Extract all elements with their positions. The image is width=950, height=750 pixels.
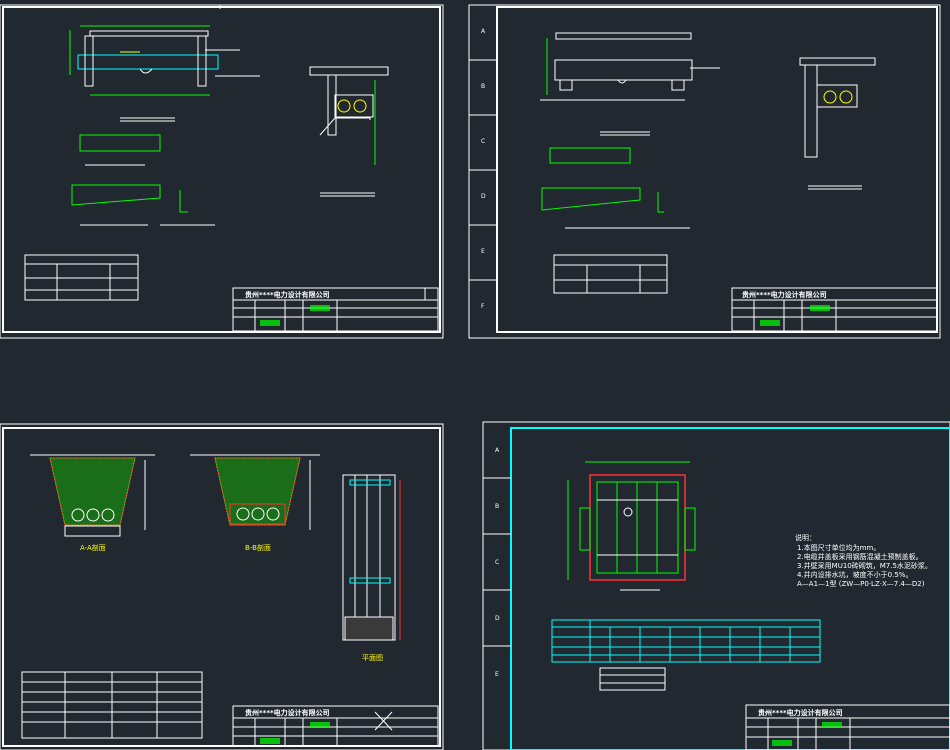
material-table-2 bbox=[553, 254, 668, 294]
company-name-3: 贵州****电力设计有限公司 bbox=[245, 708, 330, 717]
sheet-bottom-left[interactable]: A-A剖面 B-B剖面 平面图 bbox=[0, 423, 444, 750]
company-name-4: 贵州****电力设计有限公司 bbox=[758, 708, 843, 717]
plate-detail-2 bbox=[541, 147, 690, 229]
sheet-top-right[interactable]: A B C D E F bbox=[468, 4, 941, 339]
brick-trench-section bbox=[799, 57, 876, 190]
company-name-2: 贵州****电力设计有限公司 bbox=[742, 290, 827, 299]
section-a-label: A-A剖面 bbox=[80, 543, 106, 552]
company-name: 贵州****电力设计有限公司 bbox=[245, 290, 330, 299]
zone-br-b: B bbox=[495, 503, 499, 510]
trench-section-b: B-B剖面 bbox=[190, 454, 320, 552]
zone-b: B bbox=[481, 83, 485, 90]
title-block: 贵州****电力设计有限公司 bbox=[232, 287, 439, 332]
zone-d: D bbox=[481, 193, 486, 200]
beam-elevation-2 bbox=[540, 32, 720, 136]
trench-plan: 平面图 bbox=[342, 474, 401, 662]
section-b-label: B-B剖面 bbox=[245, 543, 271, 552]
zone-e: E bbox=[481, 248, 485, 255]
note-line-2: 2.电缆井盖板采用钢筋混凝土预制盖板。 bbox=[797, 552, 923, 561]
zone-f: F bbox=[481, 303, 485, 310]
trench-section-a: A-A剖面 bbox=[30, 454, 155, 552]
beam-elevation bbox=[69, 25, 260, 122]
notes-heading: 说明： bbox=[795, 533, 816, 542]
quantity-table bbox=[551, 619, 821, 691]
material-table bbox=[24, 254, 139, 301]
sheet-bottom-right[interactable]: A B C D E 说明： 1.本图尺寸单位均为mm。 2.电缆井盖板采用钢筋混… bbox=[482, 421, 950, 750]
note-line-4: 4.井内设排水坑，坡度不小于0.5%。 bbox=[797, 570, 912, 579]
plan-label: 平面图 bbox=[362, 654, 383, 662]
plate-detail bbox=[71, 134, 215, 226]
title-block-2: 贵州****电力设计有限公司 bbox=[731, 287, 938, 332]
sheet-top-left[interactable]: 贵州****电力设计有限公司 bbox=[0, 4, 444, 339]
zone-a: A bbox=[481, 28, 486, 35]
zone-br-d: D bbox=[495, 615, 500, 622]
zone-c: C bbox=[481, 138, 485, 145]
note-line-3: 3.井壁采用MU10砖砌筑，M7.5水泥砂浆。 bbox=[797, 561, 932, 570]
title-block-3: 贵州****电力设计有限公司 bbox=[232, 705, 439, 747]
manhole-plan bbox=[567, 461, 696, 591]
zone-br-a: A bbox=[495, 447, 500, 454]
note-line-5: A—A1—1型 (ZW—P0·LZ·X—7.4—D2) bbox=[797, 579, 925, 588]
design-notes: 说明： 1.本图尺寸单位均为mm。 2.电缆井盖板采用钢筋混凝土预制盖板。 3.… bbox=[795, 533, 932, 588]
note-line-1: 1.本图尺寸单位均为mm。 bbox=[797, 543, 880, 552]
cable-trench-section bbox=[309, 66, 389, 197]
title-block-4: 贵州****电力设计有限公司 bbox=[745, 704, 950, 750]
zone-br-e: E bbox=[495, 671, 499, 678]
zone-br-c: C bbox=[495, 559, 499, 566]
material-table-3 bbox=[21, 671, 203, 739]
